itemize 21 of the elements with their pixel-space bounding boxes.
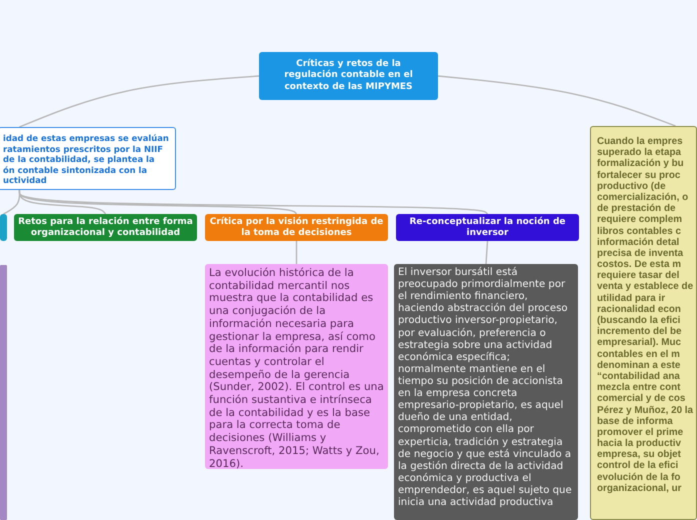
root-topic-box [259,52,438,100]
topic-text: La evolución histórica de la contabilidad mercantil nos muestra que la contabilidad es una conjugación de la información necesaria para gestionar la empresa, así como de la información para rendir cuentas y controlar el desempeño de la gerencia (Sunder, 2002). El control es una función sustantiva e intrínseca de la contabilidad y es la base para la correcta toma de decisiones (Williams y Ravenscroft, 2015; Watts y Zou, 2016). [209,267,384,469]
connector-line [19,75,260,128]
topic-text: Críticas y retos de la regulación contable en el contexto de las MIPYMES [283,59,414,93]
topic-text: El inversor bursátil está preocupado primordialmente por el rendimiento financiero, haciendo abstracción del proceso productivo inversor-propietario, por evaluación, preferencia o estrategia sobre una actividad económica específica; normalmente mantiene en el tiempo su posición de accionista en la empresa concreta empresario-propietario, es aquel dueño de una entidad, comprometido con ella por experticia, tradición y estrategia de negocio y que está vinculado a la gestión directa de la actividad económica y productiva el emprendedor, es aquel sujeto que inicia una actividad productiva [398,267,573,510]
box-shape [0,214,7,241]
topic-text: Retos para la relación entre forma organizacional y contabilidad [18,217,193,240]
connector-line [18,190,488,215]
topic-text: Cuando la empres superado la etapa formalización y bu fortalecer su proc productivo (de comercialización, o de prestación de requiere complem libros contables c información detal precisa de inventa costos. De esta m requiere tasar del venta y establece de utilidad para ir racionalidad econ (buscando la efici incremento del be empresarial). Muc contables en el m denominan a este “contabilidad ana mezcla entre cont comercial y de cos Pérez y Muñoz, 20 la base de informa promover el prime hacia la productiv empresa, su objet control de la efici evolución de la fo organizacional, ur [597,136,694,494]
topic-text: Re-conceptualizar la noción de inversor [408,217,566,240]
topic-text: Crítica por la visión restringida de la toma de decisiones [209,217,384,240]
connector-line [438,75,676,127]
subtopic-box [396,214,579,241]
connector-line [485,240,488,264]
subtopic-box [205,214,388,241]
note-box [590,126,697,520]
subtopic-box [14,214,197,241]
topic-box [0,127,176,190]
topic-text: idad de estas empresas se evalúan ratamientos prescritos por la NIIF de la contabilidad, se plantea la ón contable sintonizada con la uctividad [3,133,169,186]
bar-shape [0,265,7,520]
connector-line [296,241,298,264]
